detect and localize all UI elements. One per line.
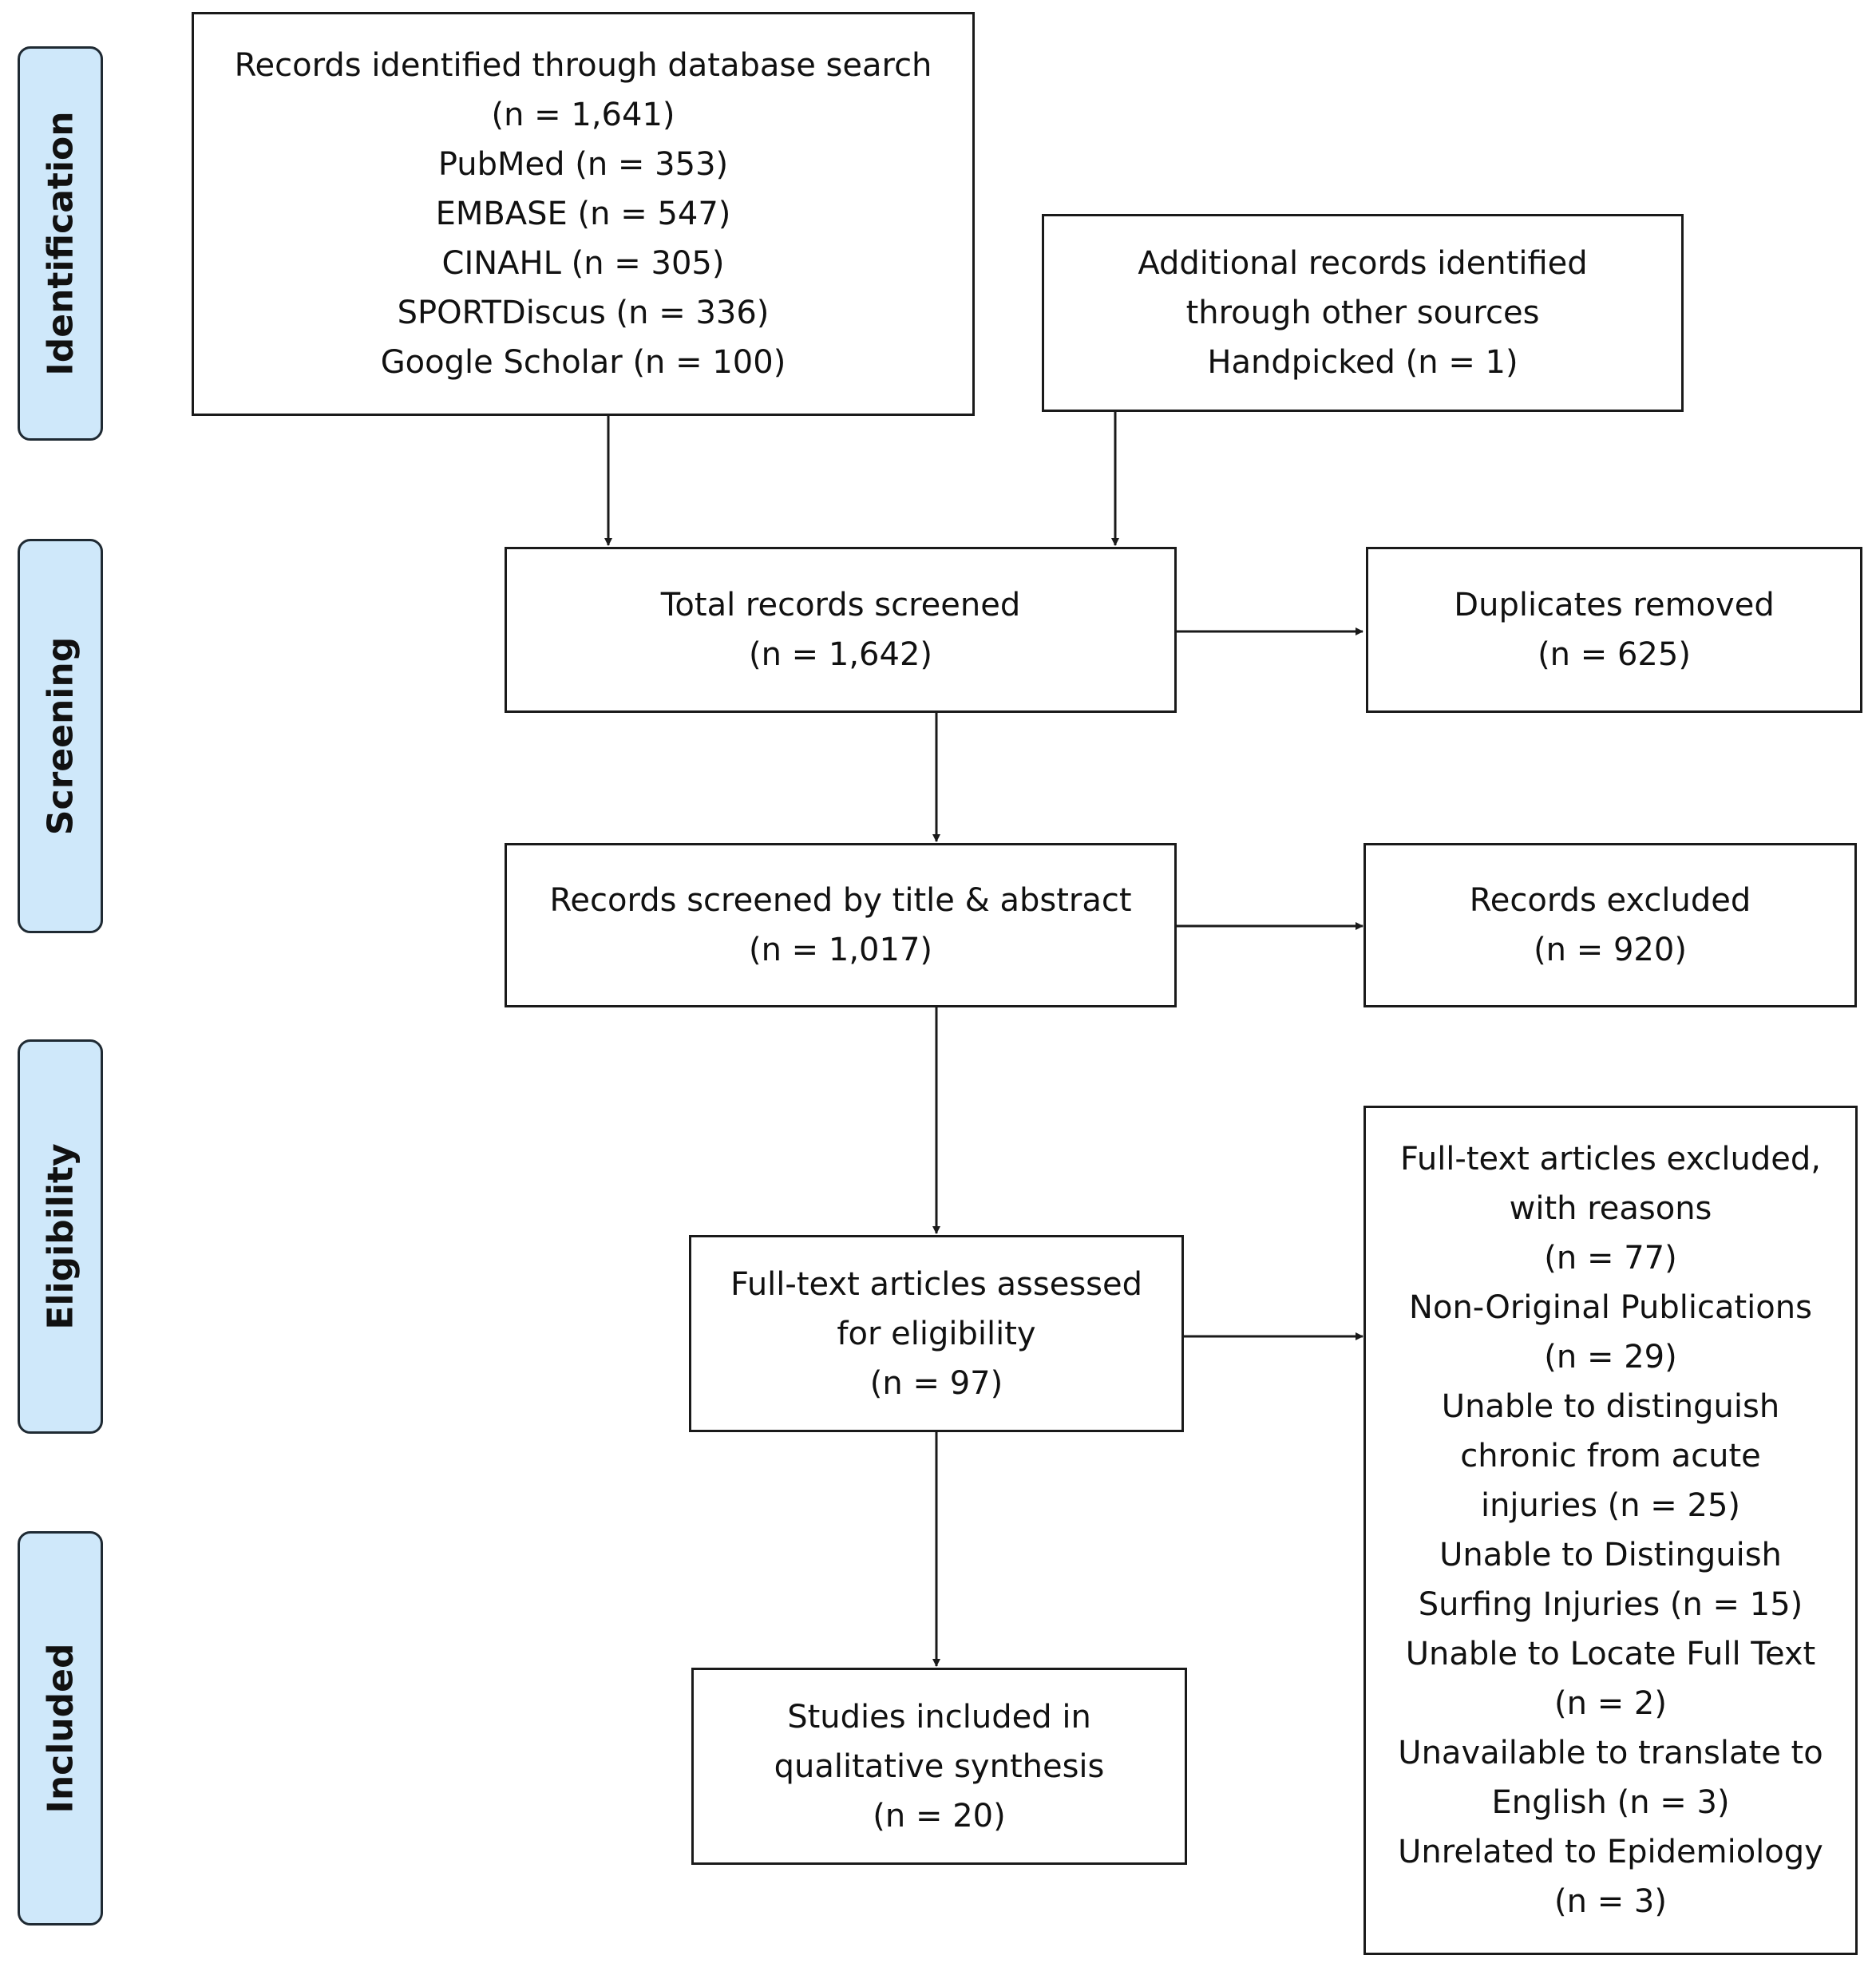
box-full-text-excluded-line: Surfing Injuries (n = 15) bbox=[1418, 1586, 1803, 1623]
stage-included: Included bbox=[18, 1531, 103, 1926]
box-other-sources-line: through other sources bbox=[1185, 295, 1540, 331]
box-included-line: (n = 20) bbox=[873, 1797, 1006, 1834]
box-full-text-assessed: Full-text articles assessed for eligibil… bbox=[689, 1235, 1184, 1432]
box-database-search-line: Google Scholar (n = 100) bbox=[380, 344, 786, 381]
box-database-search-line: (n = 1,641) bbox=[491, 97, 675, 133]
box-full-text-excluded-line: Unable to Locate Full Text bbox=[1405, 1636, 1816, 1672]
box-full-text-excluded-line: Unrelated to Epidemiology bbox=[1398, 1834, 1823, 1870]
box-title-abstract-line: Records screened by title & abstract bbox=[549, 882, 1132, 919]
box-duplicates-line: (n = 625) bbox=[1538, 636, 1691, 673]
stage-screening: Screening bbox=[18, 539, 103, 933]
box-database-search-line: Records identified through database sear… bbox=[234, 47, 932, 84]
box-other-sources: Additional records identified through ot… bbox=[1042, 214, 1684, 412]
box-included-line: Studies included in bbox=[787, 1698, 1091, 1736]
box-other-sources-line: Additional records identified bbox=[1138, 245, 1588, 282]
stage-eligibility: Eligibility bbox=[18, 1039, 103, 1434]
box-records-excluded-line: Records excluded bbox=[1469, 882, 1751, 919]
box-total-screened-line: Total records screened bbox=[660, 587, 1021, 623]
box-database-search-line: PubMed (n = 353) bbox=[437, 146, 729, 183]
box-full-text-excluded-line: Non-Original Publications bbox=[1409, 1289, 1812, 1326]
box-full-text-line: for eligibility bbox=[837, 1315, 1036, 1352]
box-database-search: Records identified through database sear… bbox=[192, 12, 975, 416]
box-full-text-excluded-line: English (n = 3) bbox=[1491, 1784, 1730, 1821]
box-duplicates-removed: Duplicates removed (n = 625) bbox=[1366, 547, 1862, 713]
box-full-text-excluded-line: (n = 77) bbox=[1544, 1240, 1677, 1276]
box-full-text-excluded-line: Unable to Distinguish bbox=[1439, 1537, 1782, 1573]
box-included-line: qualitative synthesis bbox=[774, 1747, 1105, 1785]
box-full-text-excluded-line: (n = 29) bbox=[1544, 1339, 1677, 1375]
box-full-text-excluded-line: chronic from acute bbox=[1460, 1438, 1761, 1474]
box-full-text-excluded-line: (n = 3) bbox=[1554, 1883, 1667, 1920]
box-other-sources-line: Handpicked (n = 1) bbox=[1207, 344, 1518, 381]
box-full-text-excluded-line: injuries (n = 25) bbox=[1480, 1487, 1741, 1524]
box-title-abstract-line: (n = 1,017) bbox=[748, 932, 933, 968]
box-records-excluded: Records excluded (n = 920) bbox=[1363, 843, 1857, 1007]
box-database-search-line: CINAHL (n = 305) bbox=[441, 245, 725, 282]
box-full-text-excluded: Full-text articles excluded, with reason… bbox=[1363, 1106, 1858, 1955]
box-title-abstract: Records screened by title & abstract (n … bbox=[505, 843, 1177, 1007]
box-full-text-excluded-line: Full-text articles excluded, bbox=[1400, 1141, 1821, 1177]
box-database-search-line: SPORTDiscus (n = 336) bbox=[397, 295, 770, 331]
box-full-text-excluded-line: Unavailable to translate to bbox=[1398, 1735, 1823, 1771]
box-total-screened-line: (n = 1,642) bbox=[748, 636, 933, 673]
box-studies-included: Studies included in qualitative synthesi… bbox=[691, 1668, 1187, 1865]
box-full-text-line: (n = 97) bbox=[869, 1364, 1003, 1402]
box-full-text-line: Full-text articles assessed bbox=[730, 1265, 1142, 1303]
box-total-screened: Total records screened (n = 1,642) bbox=[505, 547, 1177, 713]
box-full-text-excluded-line: Unable to distinguish bbox=[1441, 1388, 1780, 1425]
box-full-text-excluded-line: with reasons bbox=[1509, 1190, 1712, 1227]
box-database-search-line: EMBASE (n = 547) bbox=[435, 196, 731, 232]
box-duplicates-line: Duplicates removed bbox=[1454, 587, 1775, 623]
box-records-excluded-line: (n = 920) bbox=[1534, 932, 1687, 968]
stage-identification: Identification bbox=[18, 46, 103, 441]
box-full-text-excluded-line: (n = 2) bbox=[1554, 1685, 1667, 1722]
